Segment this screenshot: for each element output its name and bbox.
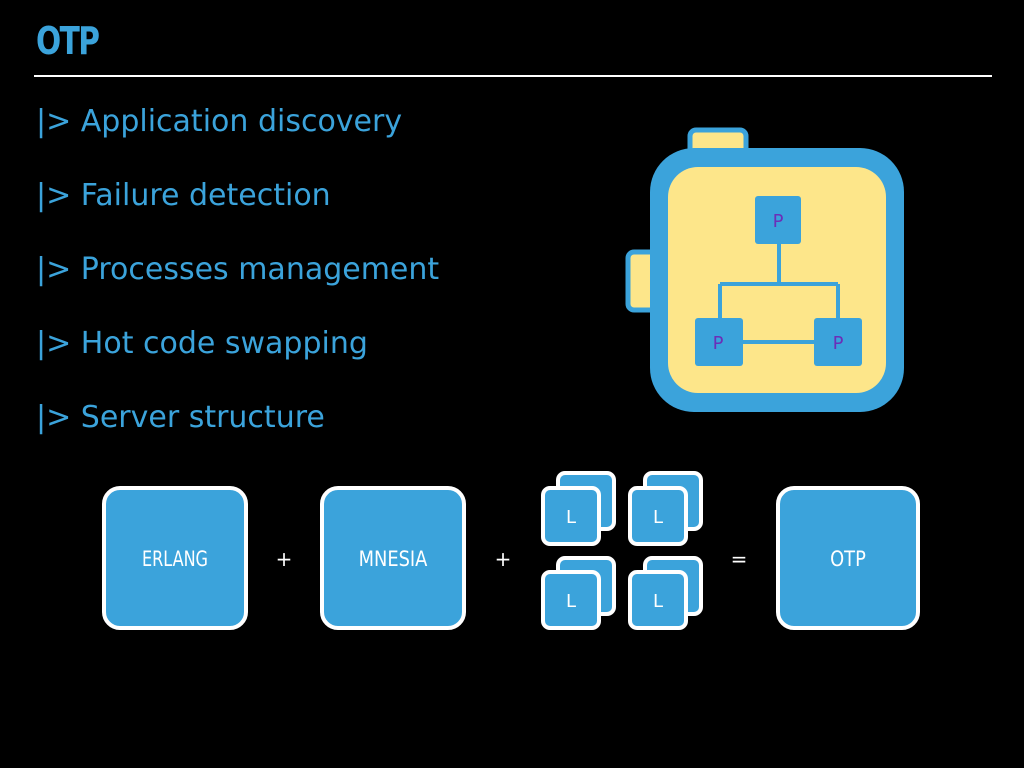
- root-process-label: P: [773, 211, 784, 232]
- erlang-box: [102, 486, 248, 630]
- mnesia-label: MNESIA: [359, 547, 428, 572]
- right-process-node: [814, 318, 862, 366]
- root-process-node: [755, 196, 801, 244]
- library-label: L: [653, 591, 663, 612]
- library-card-front: [628, 486, 688, 546]
- bullet-item: |> Failure detection: [36, 178, 331, 213]
- library-label: L: [566, 591, 576, 612]
- bullet-item: |> Processes management: [36, 252, 440, 287]
- mnesia-box: [320, 486, 466, 630]
- slide-title: OTP: [36, 19, 100, 63]
- bullet-item: |> Server structure: [36, 400, 325, 435]
- left-process-label: P: [713, 333, 724, 354]
- bullet-item: |> Application discovery: [36, 104, 403, 139]
- left-process-node: [695, 318, 743, 366]
- equation-row: ERLANG + MNESIA + L L L: [102, 471, 920, 630]
- otp-box: [776, 486, 920, 630]
- plus-sign: +: [276, 547, 293, 571]
- tree-connector: [718, 244, 840, 318]
- supervision-watch: P P P: [625, 127, 904, 412]
- right-process-label: P: [833, 333, 844, 354]
- title-divider: [34, 75, 992, 77]
- library-label: L: [566, 507, 576, 528]
- otp-label: OTP: [830, 547, 866, 572]
- library-label: L: [653, 507, 663, 528]
- bullet-item: |> Hot code swapping: [36, 326, 368, 361]
- erlang-label: ERLANG: [142, 547, 208, 572]
- library-card-front: [628, 570, 688, 630]
- library-card-front: [541, 570, 601, 630]
- library-stacks: L L L L: [541, 471, 703, 630]
- equals-sign: =: [731, 547, 748, 571]
- bullet-list: |> Application discovery |> Failure dete…: [36, 102, 439, 472]
- plus-sign: +: [495, 547, 512, 571]
- library-card-front: [541, 486, 601, 546]
